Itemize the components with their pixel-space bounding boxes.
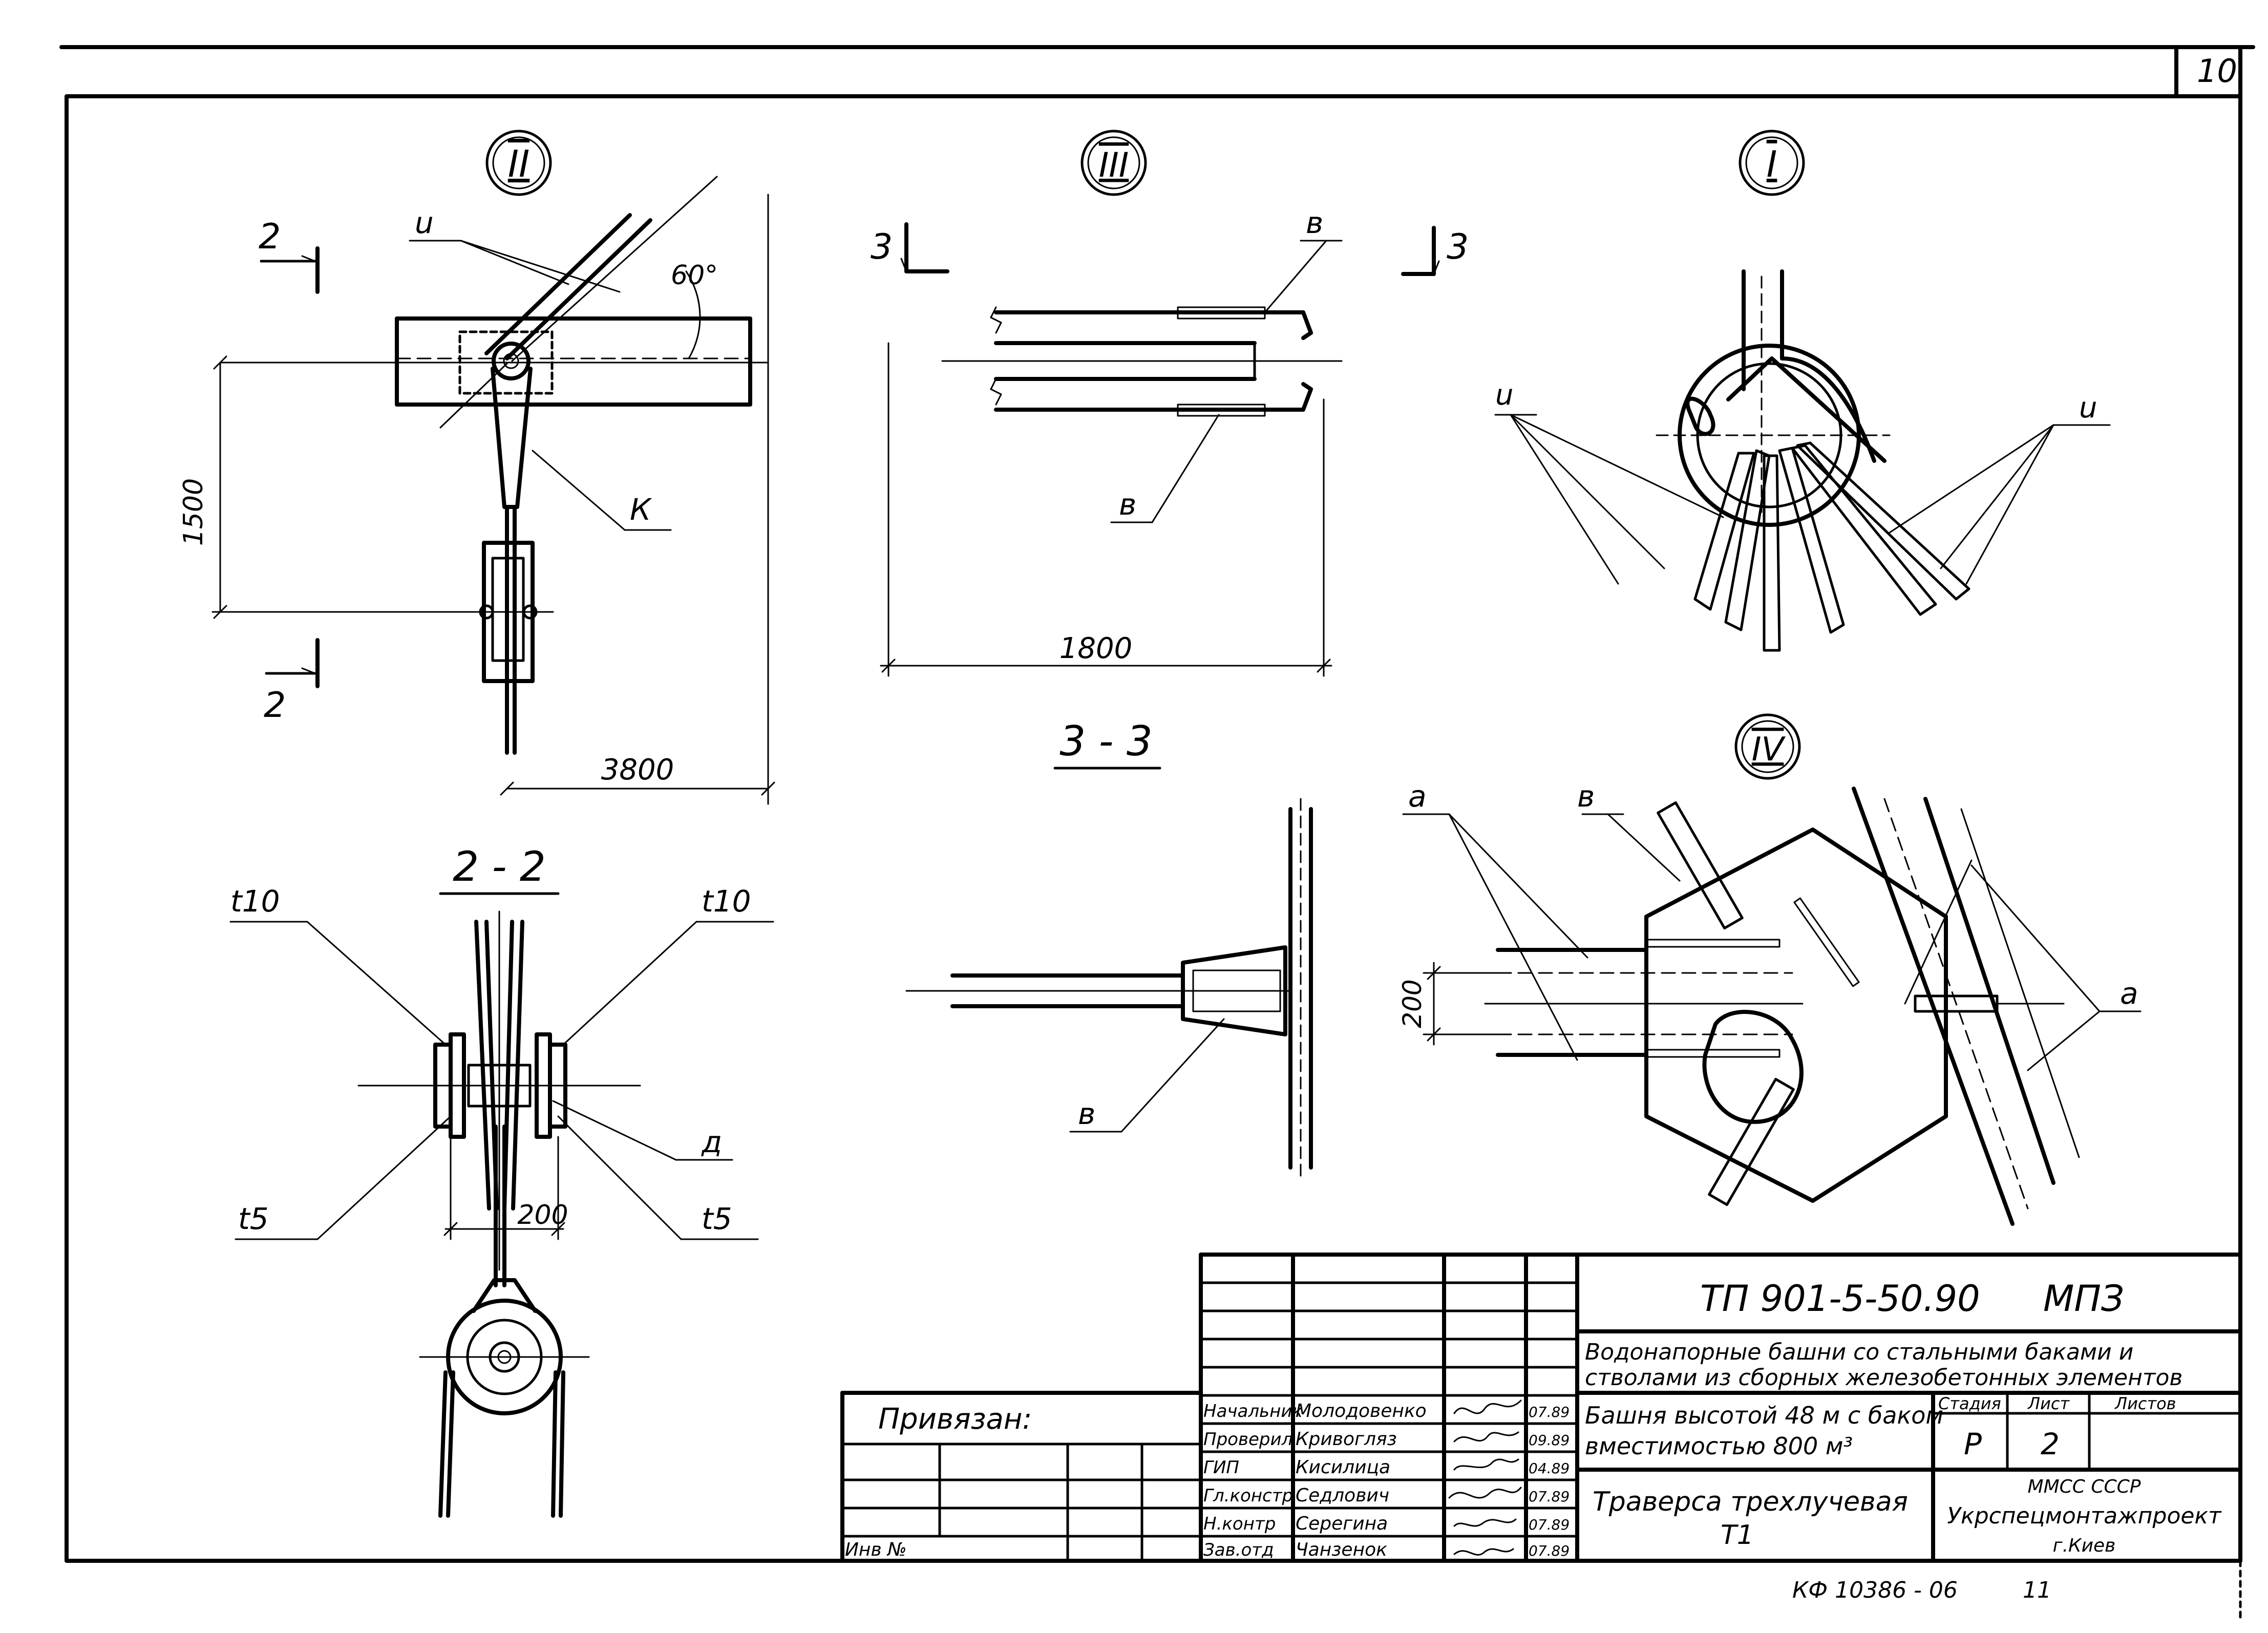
view-iv-marker: IV — [1752, 731, 1786, 769]
view-iv-label-v: в — [1577, 779, 1595, 814]
view-ii-label-k: К — [630, 492, 652, 527]
section-3-3: 3 - 3 в — [905, 717, 1313, 1179]
view-iv: IV 200 а — [1397, 713, 2142, 1226]
sheet-frame — [59, 45, 2255, 1620]
section-2-2: 2 - 2 200 — [229, 843, 774, 1518]
building-line-2: вместимостью 800 м³ — [1585, 1432, 1853, 1460]
drawing-code: ТП 901-5-50.90 — [1700, 1278, 1980, 1320]
org-line-1: ММСС СССР — [2028, 1476, 2141, 1497]
view-iii-section-right: 3 — [1447, 227, 1469, 267]
section-22-title: 2 - 2 — [453, 843, 546, 890]
role-3-name: Седлович — [1296, 1485, 1389, 1506]
sheets-header: Листов — [2114, 1394, 2176, 1413]
view-ii-label-u: u — [415, 205, 434, 240]
role-0-name: Молодовенко — [1296, 1401, 1427, 1422]
role-4-name: Серегина — [1296, 1513, 1388, 1534]
view-ii-dim-3800: 3800 — [601, 753, 674, 787]
project-line-1: Водонапорные башни со стальными баками и — [1585, 1339, 2133, 1365]
role-1-name: Кривогляз — [1296, 1429, 1397, 1450]
view-iii-label-v-bottom: в — [1119, 487, 1136, 522]
org-line-2: Укрспецмонтажпроект — [1947, 1503, 2222, 1529]
stage-value: Р — [1964, 1427, 1982, 1461]
view-ii-angle: 60° — [671, 260, 718, 291]
view-ii-dim-1500: 1500 — [178, 478, 209, 546]
section-33-label-v: в — [1078, 1096, 1095, 1131]
archive-code: КФ 10386 - 06 — [1792, 1577, 1958, 1603]
section-22-t10-left: t10 — [230, 884, 280, 919]
section-22-label-d: д — [701, 1125, 722, 1159]
archive-page: 11 — [2023, 1577, 2051, 1603]
view-i-label-u-left: u — [1495, 378, 1514, 412]
view-ii-section-top: 2 — [259, 217, 281, 257]
role-2-name: Кисилица — [1296, 1457, 1390, 1478]
role-0-date: 07.89 — [1529, 1404, 1570, 1420]
view-i-label-u-right: u — [2079, 391, 2097, 425]
title-block: Привязан: Инв № ТП 901-5-50.90 МПЗ Водон… — [840, 1253, 2242, 1563]
view-ii-section-bottom: 2 — [264, 685, 286, 726]
privyazan-label: Привязан: — [878, 1403, 1032, 1436]
view-ii-marker: II — [508, 142, 529, 185]
view-iii-dim-1800: 1800 — [1059, 632, 1133, 665]
inv-no-label: Инв № — [845, 1539, 907, 1560]
stage-header: Стадия — [1938, 1394, 2001, 1413]
org-line-3: г.Киев — [2053, 1535, 2116, 1556]
section-22-t10-right: t10 — [702, 884, 751, 919]
role-3-date: 07.89 — [1529, 1488, 1570, 1505]
drawing-line-1: Траверса трехлучевая — [1593, 1487, 1908, 1517]
view-iii: III в в 1800 3 3 — [871, 130, 1469, 677]
section-22-t5-right: t5 — [702, 1201, 732, 1236]
role-2-date: 04.89 — [1529, 1460, 1570, 1477]
role-5-date: 07.89 — [1529, 1542, 1570, 1559]
view-iv-label-a-right: а — [2120, 976, 2138, 1011]
section-33-title: 3 - 3 — [1059, 717, 1153, 765]
view-i-marker: I — [1767, 143, 1777, 185]
role-4-date: 07.89 — [1529, 1516, 1570, 1533]
sheet-header: Лист — [2027, 1394, 2070, 1413]
view-i: I u u — [1494, 130, 2111, 652]
section-22-t5-left: t5 — [238, 1201, 269, 1236]
role-0: Начальник — [1203, 1401, 1303, 1422]
view-iii-marker: III — [1099, 145, 1129, 185]
drawing-code-suffix: МПЗ — [2043, 1278, 2124, 1320]
role-1-date: 09.89 — [1529, 1432, 1570, 1449]
view-iii-section-left: 3 — [871, 227, 893, 267]
role-4: Н.контр — [1203, 1514, 1276, 1534]
role-3: Гл.констр — [1203, 1486, 1293, 1506]
view-iii-label-v-top: в — [1306, 205, 1323, 240]
role-2: ГИП — [1203, 1457, 1239, 1478]
view-ii: II 60° u К — [178, 130, 775, 805]
view-iv-dim-200: 200 — [1397, 979, 1427, 1028]
project-line-2: стволами из сборных железобетонных элеме… — [1585, 1365, 2182, 1391]
sheet-number: 10 — [2197, 52, 2237, 90]
role-5-name: Чанзенок — [1296, 1539, 1387, 1560]
role-5: Зав.отд — [1203, 1540, 1274, 1560]
building-line-1: Башня высотой 48 м с баком — [1585, 1402, 1943, 1429]
sheet-value: 2 — [2041, 1427, 2060, 1461]
drawing-line-2: Т1 — [1721, 1520, 1754, 1551]
signatures — [1448, 1399, 1522, 1556]
view-iv-label-a-left: а — [1408, 779, 1427, 814]
role-1: Проверил — [1203, 1429, 1292, 1450]
section-22-dim-200: 200 — [517, 1200, 568, 1231]
